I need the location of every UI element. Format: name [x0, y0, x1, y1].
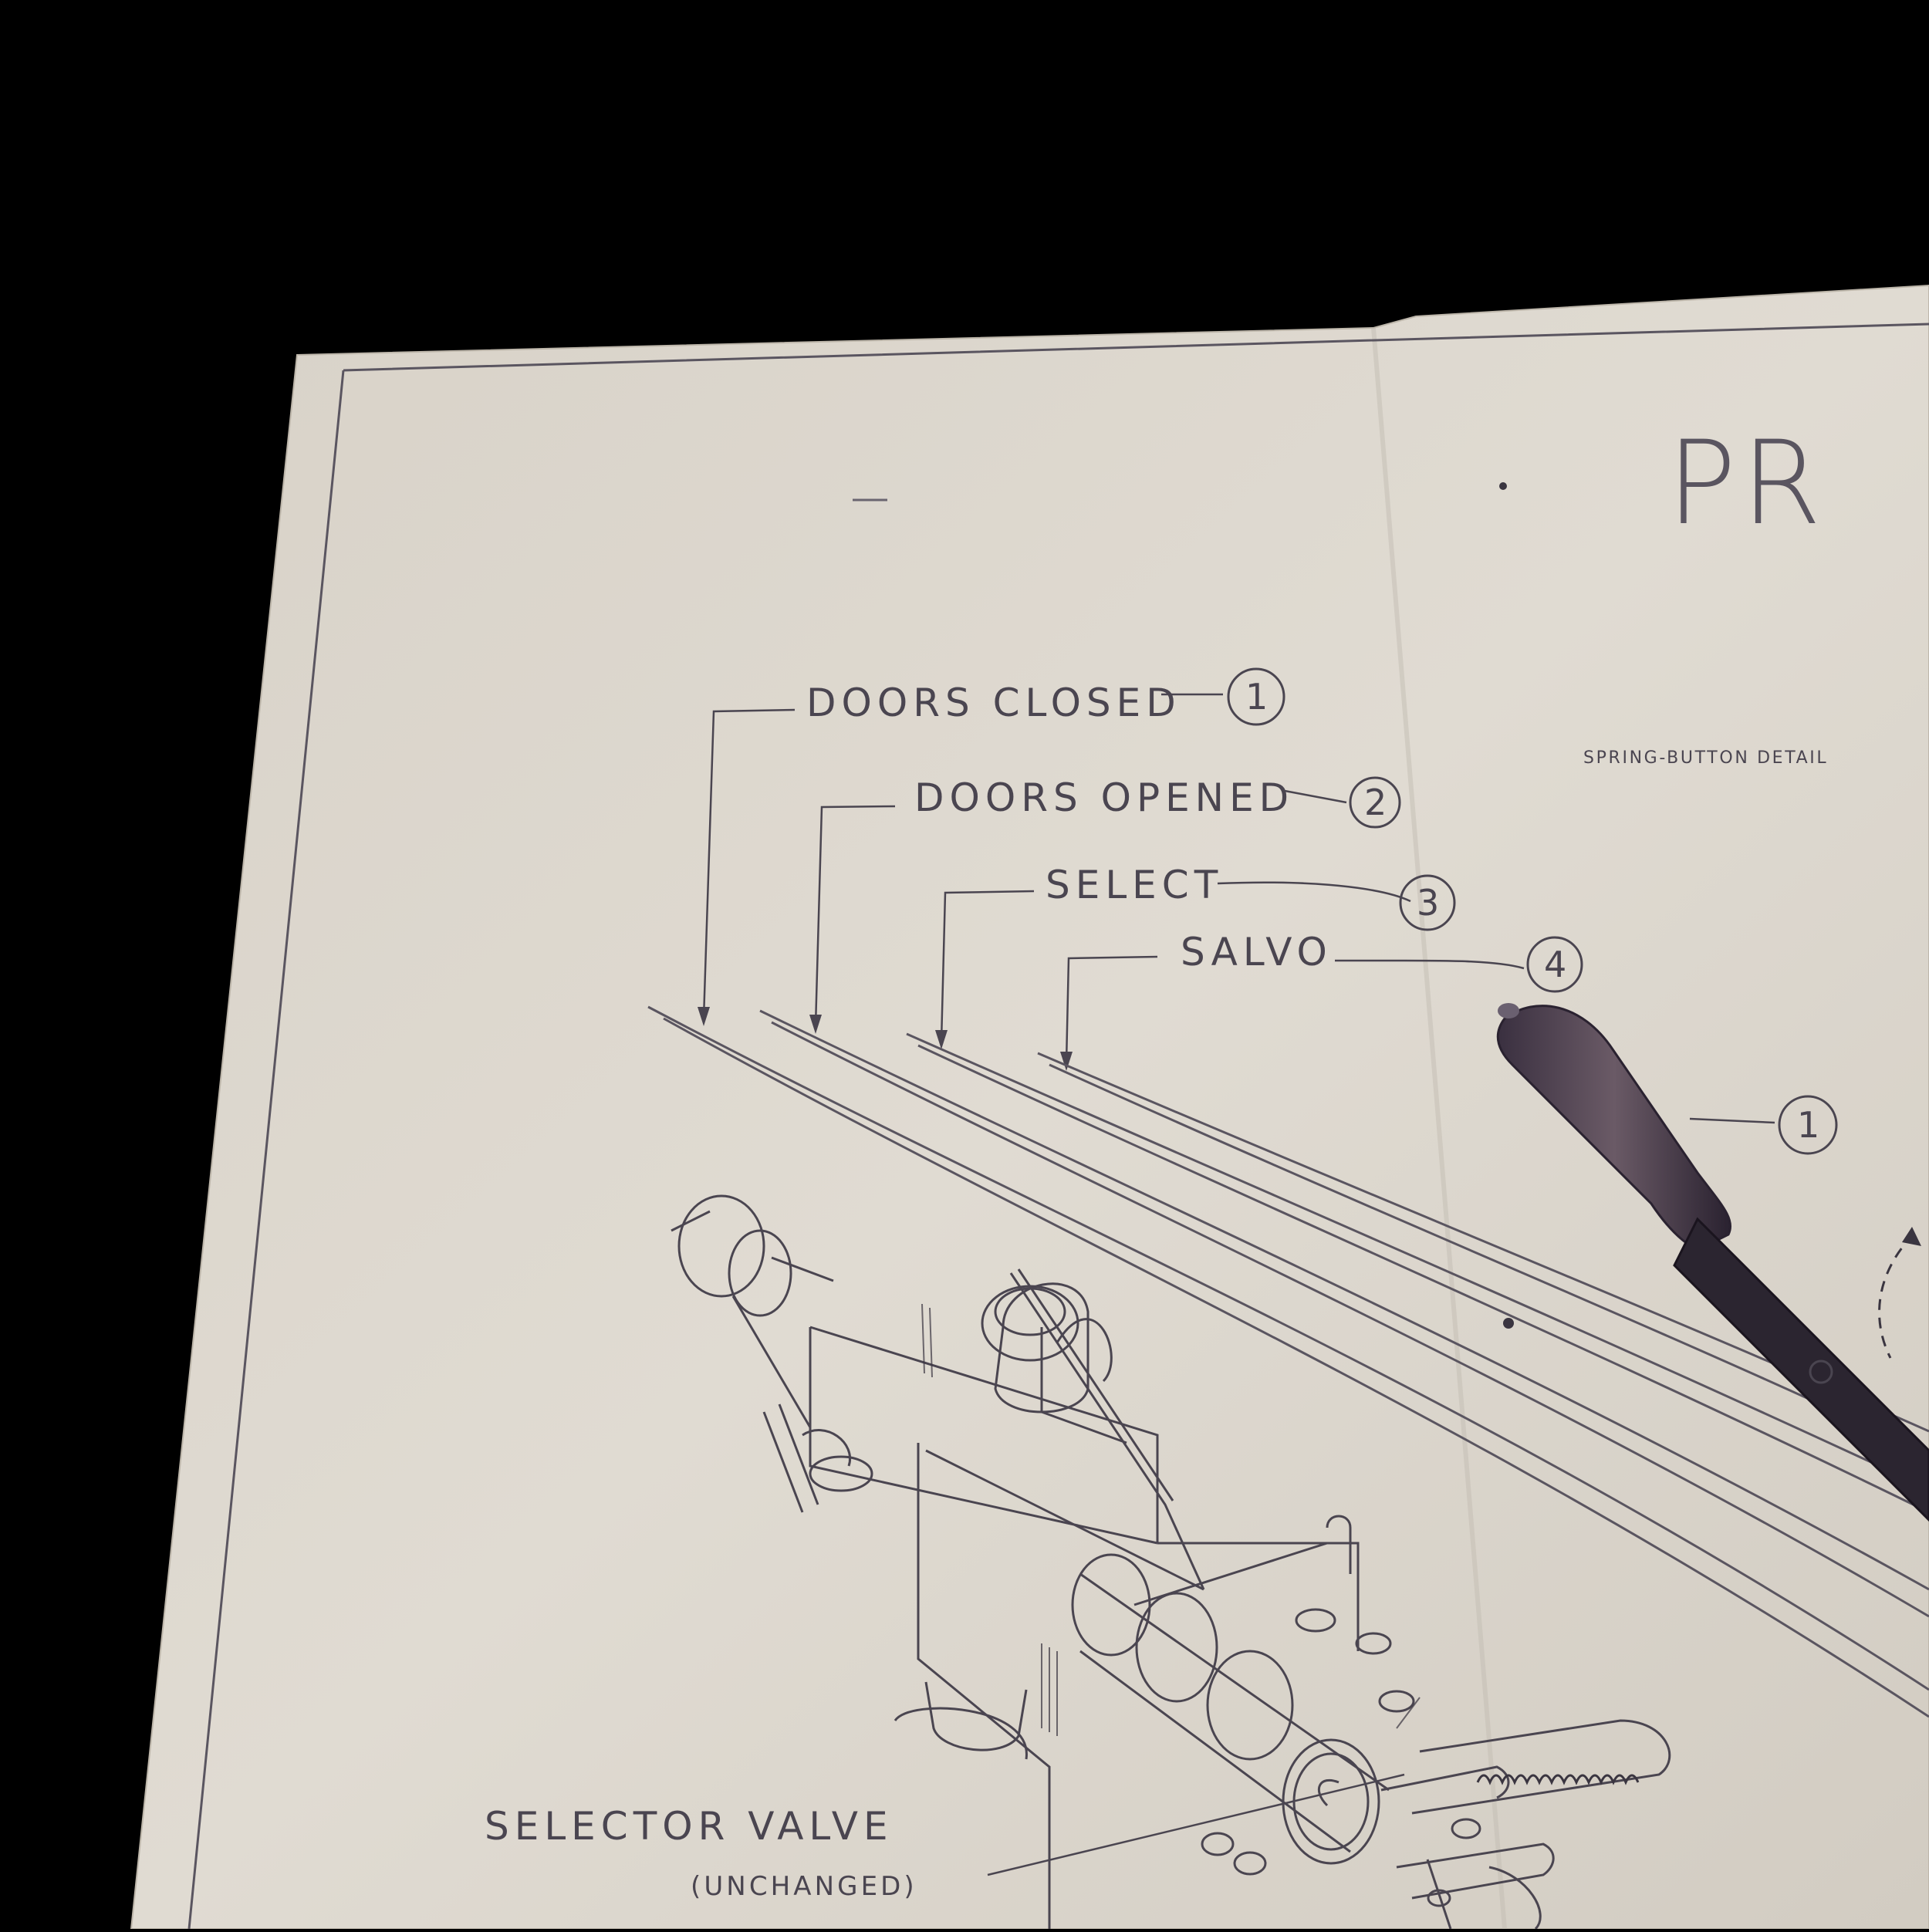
fold-crease	[1371, 327, 1507, 1930]
selector-valve-note: (UNCHANGED)	[691, 1871, 917, 1902]
travel-arrow	[1902, 1227, 1921, 1246]
position-label-doors-opened: DOORS OPENED	[914, 775, 1295, 820]
spring-coil	[1476, 1774, 1640, 1785]
handle-callout-number: 1	[1797, 1104, 1823, 1146]
position-label-select: SELECT	[1046, 863, 1224, 907]
paper-sheet	[130, 284, 1929, 1930]
callout-number-3: 3	[1417, 882, 1442, 924]
shading	[921, 1303, 1421, 1736]
callout-number-1: 1	[1245, 676, 1271, 718]
spring-button-detail-note: SPRING-BUTTON DETAIL	[1583, 748, 1829, 768]
selector-valve-label: SELECTOR VALVE	[485, 1804, 894, 1849]
pivot-bolt	[1809, 1359, 1833, 1384]
title-fragment: PR	[1667, 417, 1826, 551]
arrowheads	[698, 1007, 1073, 1071]
selector-valve	[671, 1194, 1671, 1930]
callout-circles	[1227, 667, 1838, 1155]
ink-dot	[1503, 1318, 1514, 1329]
travel-arc	[1878, 1233, 1915, 1359]
lever-handle	[1496, 1003, 1929, 1522]
callout-number-2: 2	[1364, 782, 1390, 823]
callout-number-4: 4	[1544, 944, 1569, 985]
ink-dot	[1499, 482, 1507, 490]
border-frame	[187, 323, 1929, 1930]
position-label-doors-closed: DOORS CLOSED	[806, 681, 1181, 725]
position-label-salvo: SALVO	[1181, 930, 1333, 974]
position-leaders	[702, 693, 1775, 1876]
